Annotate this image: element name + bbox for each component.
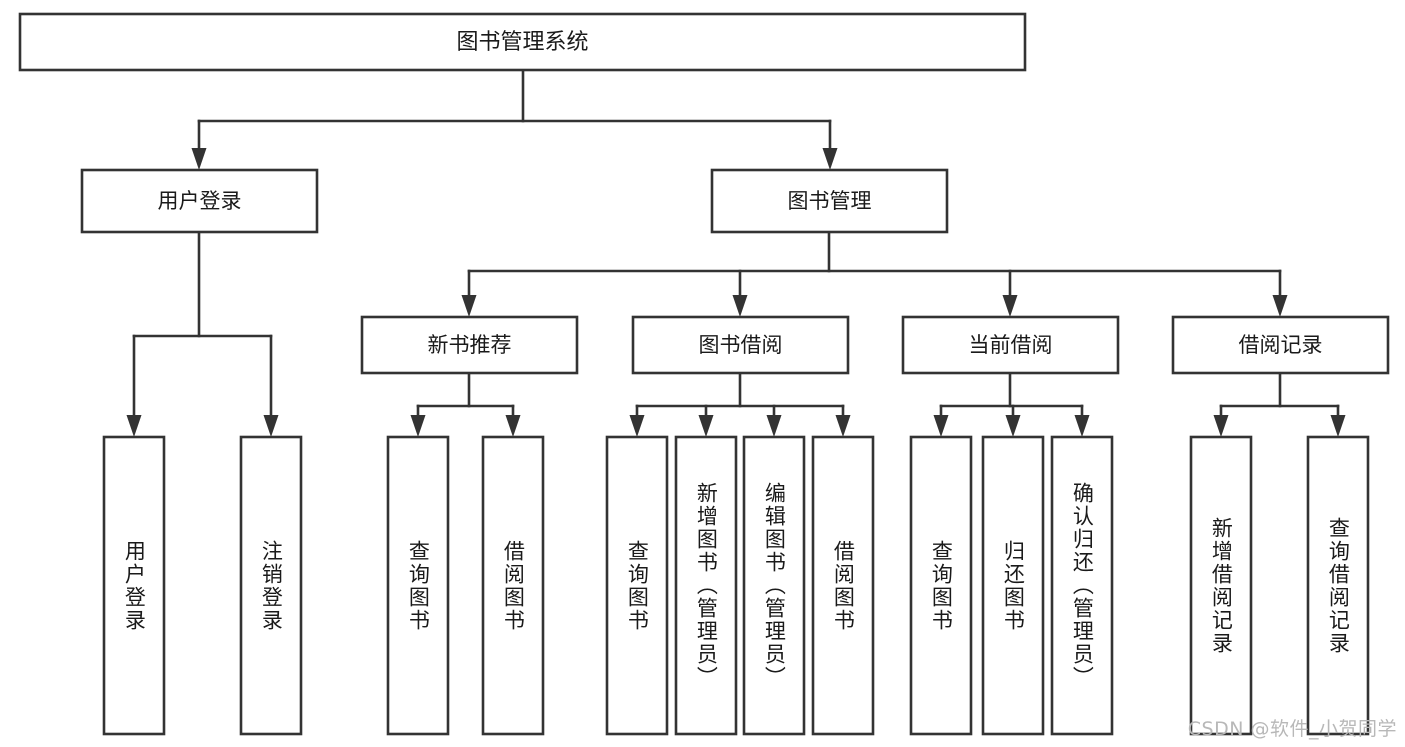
node-leaf-borrow-book-1-box[interactable] [481, 435, 545, 736]
node-root-box[interactable] [18, 12, 1027, 72]
node-leaf-user-logout-box[interactable] [239, 435, 303, 736]
node-user-login-label: 用户登录 [158, 189, 242, 213]
arrow-head-icon [1330, 415, 1346, 437]
node-borrow-record-box[interactable] [1171, 315, 1390, 375]
node-leaf-edit-book-box[interactable] [742, 435, 806, 736]
node-leaf-add-book-box[interactable] [674, 435, 738, 736]
arrow-head-icon [933, 415, 949, 437]
arrow-head-icon [263, 415, 279, 437]
node-current-borrow-label: 当前借阅 [969, 333, 1053, 357]
edge-group-book-manage [461, 230, 1288, 317]
node-leaf-query-book-3-box[interactable] [909, 435, 973, 736]
arrow-head-icon [698, 415, 714, 437]
edges-layer [126, 68, 1346, 437]
arrow-head-icon [1002, 295, 1018, 317]
arrow-head-icon [1272, 295, 1288, 317]
node-borrow-record-label: 借阅记录 [1239, 333, 1323, 357]
edge-group-book-borrow [629, 371, 851, 437]
node-new-book-rec-label: 新书推荐 [428, 333, 512, 357]
arrow-head-icon [410, 415, 426, 437]
node-user-login-box[interactable] [80, 168, 319, 234]
edge-group-borrow-record [1213, 371, 1346, 437]
node-leaf-return-book-box[interactable] [981, 435, 1045, 736]
node-leaf-query-book-2-box[interactable] [605, 435, 669, 736]
arrow-head-icon [1074, 415, 1090, 437]
node-leaf-query-record-box[interactable] [1306, 435, 1370, 736]
arrow-head-icon [1213, 415, 1229, 437]
arrow-head-icon [1005, 415, 1021, 437]
boxes-layer [18, 12, 1390, 736]
node-root-label: 图书管理系统 [456, 30, 588, 55]
node-current-borrow-box[interactable] [901, 315, 1120, 375]
csdn-watermark: CSDN @软件_小贺同学 [1187, 718, 1397, 740]
arrow-head-icon [766, 415, 782, 437]
node-leaf-user-login-box[interactable] [102, 435, 166, 736]
node-book-borrow-box[interactable] [631, 315, 850, 375]
arrow-head-icon [732, 295, 748, 317]
arrow-head-icon [126, 415, 142, 437]
edge-group-current-borrow [933, 371, 1090, 437]
node-book-manage-box[interactable] [710, 168, 949, 234]
node-leaf-query-book-1-box[interactable] [386, 435, 450, 736]
node-leaf-add-record-box[interactable] [1189, 435, 1253, 736]
edge-group-new-book-rec [410, 371, 521, 437]
arrow-head-icon [629, 415, 645, 437]
arrow-head-icon [822, 148, 838, 170]
arrow-head-icon [505, 415, 521, 437]
arrow-head-icon [191, 148, 207, 170]
node-leaf-confirm-return-box[interactable] [1050, 435, 1114, 736]
arrow-head-icon [835, 415, 851, 437]
node-new-book-rec-box[interactable] [360, 315, 579, 375]
edge-group-user-login [126, 230, 279, 437]
node-leaf-borrow-book-2-box[interactable] [811, 435, 875, 736]
edge-group-root [191, 68, 838, 170]
node-book-borrow-label: 图书借阅 [699, 333, 783, 357]
node-book-manage-label: 图书管理 [788, 189, 872, 213]
arrow-head-icon [461, 295, 477, 317]
